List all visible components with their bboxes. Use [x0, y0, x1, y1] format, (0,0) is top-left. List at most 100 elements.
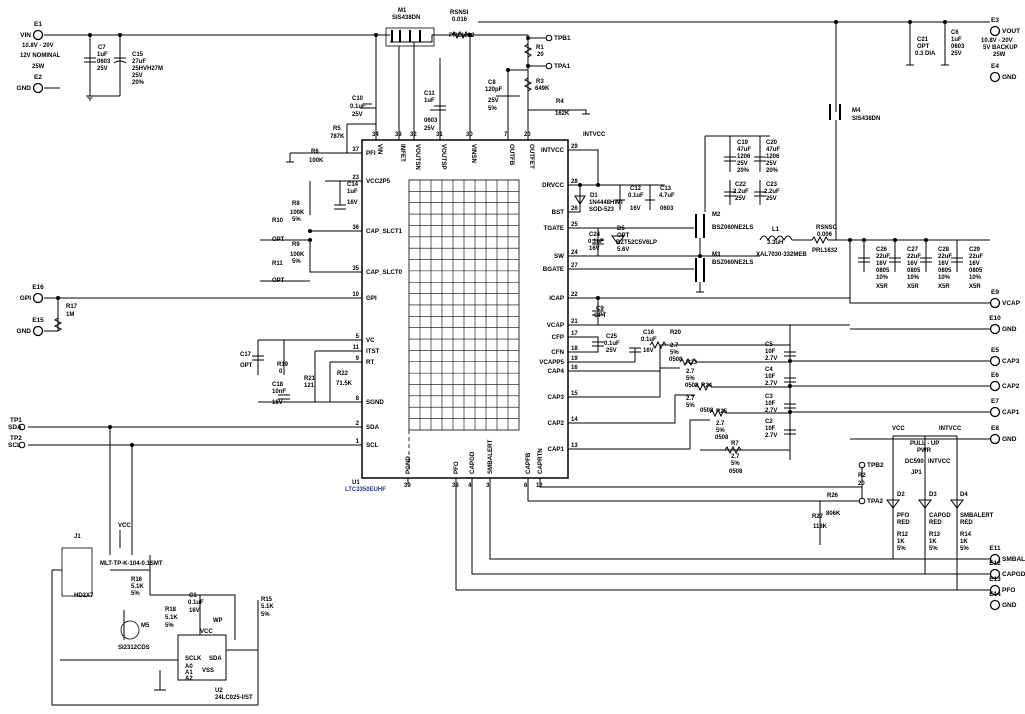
pin-label-cap4: CAP4 [547, 368, 564, 375]
label-r2: R2 [858, 473, 866, 479]
label-m1: M1 [398, 8, 407, 14]
label-r11-val: OPT [272, 278, 285, 284]
pin-label-sda: SDA [366, 424, 380, 431]
label-jp1: JP1 [911, 470, 922, 476]
label-r8-v1: 100K [290, 210, 305, 216]
label-d5-part: BZT52C5V6LP [616, 240, 657, 246]
label-intvcc-jp: INTVCC [928, 459, 951, 465]
label-r21-val: 121 [304, 383, 315, 389]
terminal-id: E12 [989, 560, 1001, 567]
label-c11-val2: 0603 [424, 118, 438, 124]
label-c15: C15 [132, 52, 144, 58]
test-point-tpb2 [858, 461, 866, 469]
label-l1-val: 3.3uH [767, 240, 783, 246]
label-m3: M3 [712, 252, 721, 258]
label-vin-spec-3: 25W [32, 64, 45, 70]
pin-label-vcap: VCAP [547, 322, 564, 329]
label-c28-v3: 0805 [938, 268, 952, 274]
label-c26-v3: 0805 [876, 268, 890, 274]
label-vout-spec-3: 25W [993, 52, 1006, 58]
label-u2-part: 24LC025-I/ST [215, 695, 253, 701]
label-r26: R26 [827, 493, 839, 499]
pin-number: 19 [571, 356, 578, 362]
ic-part-number: LTC3350EUHF [345, 487, 386, 493]
label-c14-val: 1uF [347, 189, 358, 195]
terminal-e16 [32, 292, 44, 304]
terminal-net: GND [17, 85, 32, 92]
test-point-tp2 [18, 441, 26, 449]
terminal-e10 [989, 323, 1001, 335]
pin-number: 13 [571, 443, 578, 449]
label-rsnsc-val: 0.006 [817, 232, 833, 238]
label-r9: R9 [292, 242, 300, 248]
label-c25-val: 0.1uF [604, 341, 620, 347]
label-r10-val: OPT [272, 237, 285, 243]
label-c5-val: 10F [765, 349, 776, 355]
ic-body [361, 139, 569, 479]
label-r14-v2: 5% [960, 546, 969, 552]
label-r26-val: 806K [826, 511, 841, 517]
pin-label-icap: ICAP [549, 295, 564, 302]
label-r25-v2: 5% [716, 428, 725, 434]
label-c8-val: 120pF [485, 87, 503, 93]
pin-number: 23 [352, 175, 359, 181]
label-r4: R4 [556, 99, 564, 105]
label-c19-val2: 1206 [737, 154, 751, 160]
label-r7-v2: 5% [731, 461, 740, 467]
pin-number: 27 [571, 263, 578, 269]
label-rsnsi: RSNSI [450, 10, 469, 16]
label-c20-val2: 1206 [766, 154, 780, 160]
label-vin-spec-2: 12V NOMINAL [20, 53, 61, 59]
pin-number: 11 [353, 345, 360, 351]
terminal-e3 [989, 25, 1001, 37]
terminal-id: E3 [991, 17, 999, 24]
label-c4-val2: 2.7V [765, 381, 777, 387]
pin-label-caprtn: CAPRTN [537, 448, 544, 474]
label-m5-part: SI2312CDS [118, 645, 150, 651]
label-c15-val: 27uF [132, 59, 146, 65]
terminal-id: E2 [34, 74, 42, 81]
terminal-id: E1 [34, 21, 42, 28]
label-c21-val: OPT [917, 44, 930, 50]
label-u2-a1: A1 [185, 670, 193, 676]
wiring [28, 21, 1000, 706]
label-j1-part: HD2X7 [74, 593, 94, 599]
label-c26-v1: 22uF [876, 254, 890, 260]
label-c29-v3: 0805 [969, 268, 983, 274]
terminal-net: GND [1002, 602, 1017, 609]
label-vcc-j1: VCC [118, 523, 131, 529]
terminal-e1 [32, 29, 44, 41]
label-c16-val: 0.1uF [641, 337, 657, 343]
pin-number: 39 [404, 483, 411, 489]
label-u2: U2 [215, 688, 223, 694]
test-point-net: SCL [8, 442, 21, 449]
terminal-id: E6 [991, 372, 999, 379]
pin-label-sgnd: SGND [366, 399, 384, 406]
pin-label-bst: BST [552, 209, 565, 216]
label-c24: C24 [589, 232, 601, 238]
label-pullup: PULL - UP [910, 441, 939, 447]
label-c27-v3: 0805 [907, 268, 921, 274]
exposed-pad-grid [408, 179, 520, 431]
label-c10: C10 [352, 96, 364, 102]
pin-label-cap3: CAP3 [547, 394, 564, 401]
label-c10-val2: 25V [352, 112, 363, 118]
label-m2-part: BSZ060NE2LS [712, 225, 753, 231]
terminal-id: E8 [991, 425, 999, 432]
label-r5: R5 [333, 126, 341, 132]
pin-number: 9 [356, 356, 360, 362]
label-d5-val: OPT [617, 233, 630, 239]
label-r14-v1: 1K [960, 539, 968, 545]
pin-number: 35 [352, 266, 359, 272]
label-r15: R15 [261, 597, 273, 603]
terminal-net: GND [1002, 74, 1017, 81]
label-c11-val3: 25V [424, 126, 435, 132]
label-c29-v2: 16V [969, 261, 980, 267]
label-m3-part: BSZ060NE2LS [712, 260, 753, 266]
label-c6-val3: 25V [951, 51, 962, 57]
label-d5: D5 [617, 226, 625, 232]
terminal-net: CAPGD [1002, 571, 1025, 578]
label-c19-val: 47uF [737, 147, 751, 153]
test-point-id: TPA2 [867, 498, 884, 505]
label-d4-v1: SMBALERT [960, 513, 994, 519]
